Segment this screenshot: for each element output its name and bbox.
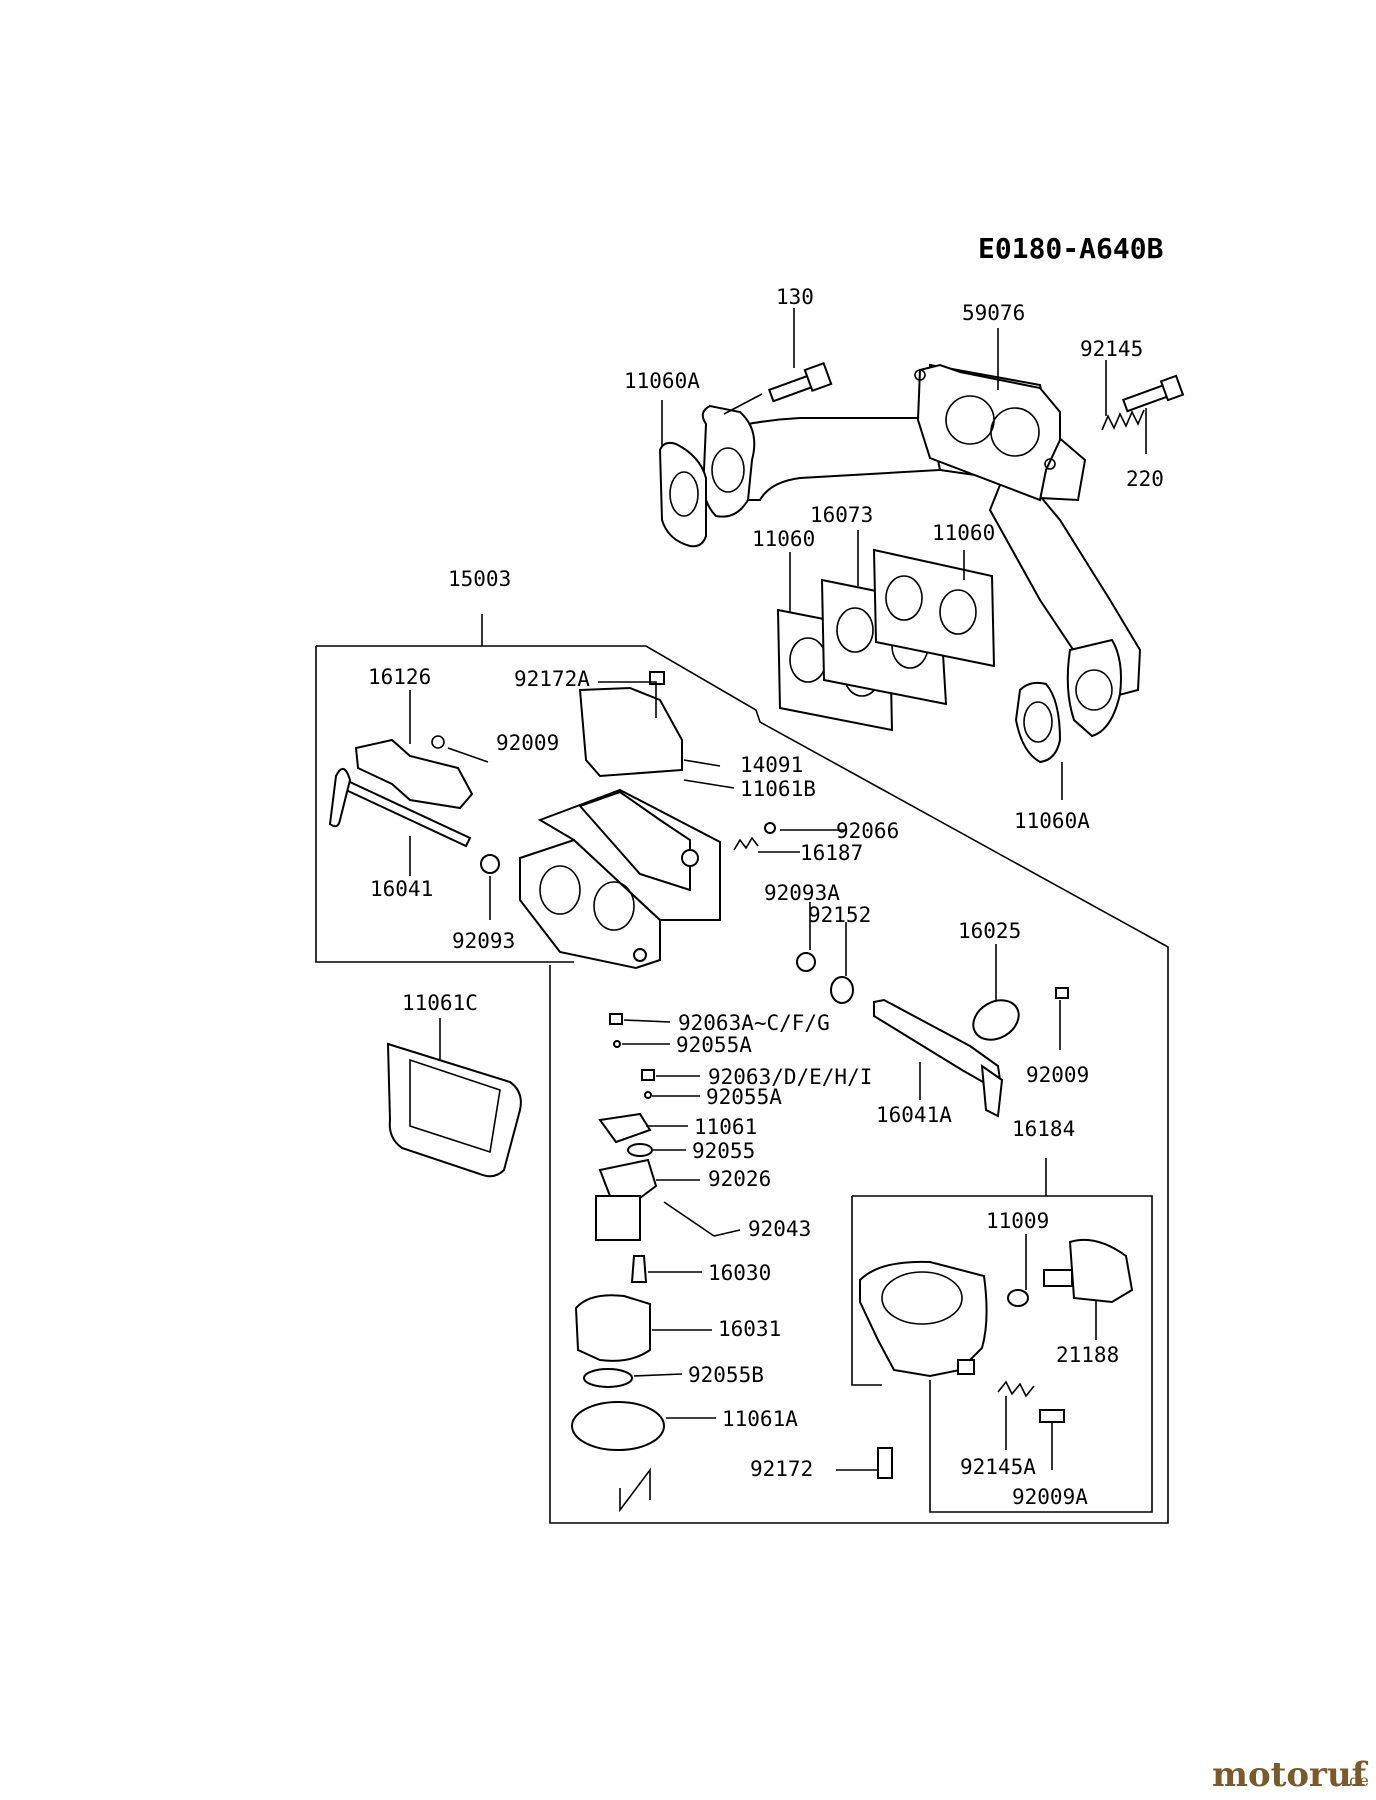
- label-16187: 16187: [800, 841, 863, 865]
- label-92055a-1: 92055A: [676, 1033, 752, 1057]
- label-11060-right: 11060: [932, 521, 995, 545]
- gasket-11060a-bottom: [1014, 681, 1062, 764]
- screw-92172: [877, 1447, 893, 1479]
- washer-92093a: [796, 952, 816, 972]
- screw-92009-right: [1055, 987, 1069, 999]
- label-16041: 16041: [370, 877, 433, 901]
- washer-92152: [830, 976, 854, 1004]
- part-labels: 130 59076 92145 11060A 220 16073 11060 1…: [368, 285, 1164, 1509]
- label-16126: 16126: [368, 665, 431, 689]
- label-16073: 16073: [810, 503, 873, 527]
- gasket-11060a-top: [658, 441, 707, 548]
- label-92055: 92055: [692, 1139, 755, 1163]
- label-16041a: 16041A: [876, 1103, 952, 1127]
- label-92172: 92172: [750, 1457, 813, 1481]
- label-92152: 92152: [808, 903, 871, 927]
- jets-column: [595, 1013, 715, 1283]
- washer-92066: [764, 822, 776, 834]
- label-11060a-bottom: 11060A: [1014, 809, 1090, 833]
- watermark-logo: motoruf .de: [1212, 1755, 1369, 1795]
- label-15003: 15003: [448, 567, 511, 591]
- label-11061a: 11061A: [722, 1407, 798, 1431]
- watermark-brand: motoruf: [1212, 1755, 1369, 1795]
- choke-assembly-frame: [851, 1158, 1153, 1513]
- label-11009: 11009: [986, 1209, 1049, 1233]
- float-16031: [574, 1294, 651, 1362]
- label-16030: 16030: [708, 1261, 771, 1285]
- label-92043: 92043: [748, 1217, 811, 1241]
- spring-92145a: [997, 1380, 1035, 1398]
- label-16184: 16184: [1012, 1117, 1075, 1141]
- float-bowl-16184: [859, 1260, 988, 1378]
- label-11061: 11061: [694, 1115, 757, 1139]
- screw-16187: [733, 836, 759, 851]
- solenoid-21188: [1043, 1238, 1134, 1304]
- label-16025: 16025: [958, 919, 1021, 943]
- label-59076: 59076: [962, 301, 1025, 325]
- label-130: 130: [776, 285, 814, 309]
- label-92026: 92026: [708, 1167, 771, 1191]
- label-11061c: 11061C: [402, 991, 478, 1015]
- label-11060-left: 11060: [752, 527, 815, 551]
- gasket-11061c: [386, 1042, 522, 1178]
- throttle-plate-14091: [578, 671, 683, 778]
- label-92063a: 92063A~C/F/G: [678, 1011, 830, 1035]
- label-92093: 92093: [452, 929, 515, 953]
- label-92066: 92066: [836, 819, 899, 843]
- bolt-220: [1121, 374, 1185, 413]
- label-16031: 16031: [718, 1317, 781, 1341]
- label-92145a: 92145A: [960, 1455, 1036, 1479]
- label-14091: 14091: [740, 753, 803, 777]
- o-ring-11009: [1007, 1289, 1029, 1307]
- spring-92145: [1101, 409, 1145, 431]
- leader-lines: [409, 308, 1147, 1471]
- label-92145: 92145: [1080, 337, 1143, 361]
- label-92093a: 92093A: [764, 881, 840, 905]
- label-11061b: 11061B: [740, 777, 816, 801]
- label-92063d: 92063/D/E/H/I: [708, 1065, 872, 1089]
- bolt-130: [767, 361, 833, 403]
- float-bowl-link: [619, 1467, 651, 1513]
- intake-manifold: [701, 363, 1142, 738]
- label-92009-right: 92009: [1026, 1063, 1089, 1087]
- label-11060a-top: 11060A: [624, 369, 700, 393]
- label-220: 220: [1126, 467, 1164, 491]
- label-92055a-2: 92055A: [706, 1085, 782, 1109]
- label-92055b: 92055B: [688, 1363, 764, 1387]
- watermark-tld: .de: [1344, 1771, 1369, 1790]
- label-21188: 21188: [1056, 1343, 1119, 1367]
- choke-shaft-16041: [328, 768, 500, 874]
- gasket-11061a: [571, 1401, 665, 1451]
- screw-92009a: [1039, 1409, 1065, 1423]
- carburetor-body: [519, 788, 721, 970]
- throttle-shaft-16041a: [873, 998, 1004, 1118]
- carburetor-assembly-frame: [315, 614, 1169, 1524]
- o-ring-92055b: [583, 1368, 633, 1388]
- label-92009a: 92009A: [1012, 1485, 1088, 1509]
- choke-plate-16126: [354, 735, 474, 810]
- label-92172a: 92172A: [514, 667, 590, 691]
- diagram-code: E0180-A640B: [978, 232, 1163, 265]
- label-92009-top: 92009: [496, 731, 559, 755]
- throttle-plate-16025: [972, 999, 1020, 1041]
